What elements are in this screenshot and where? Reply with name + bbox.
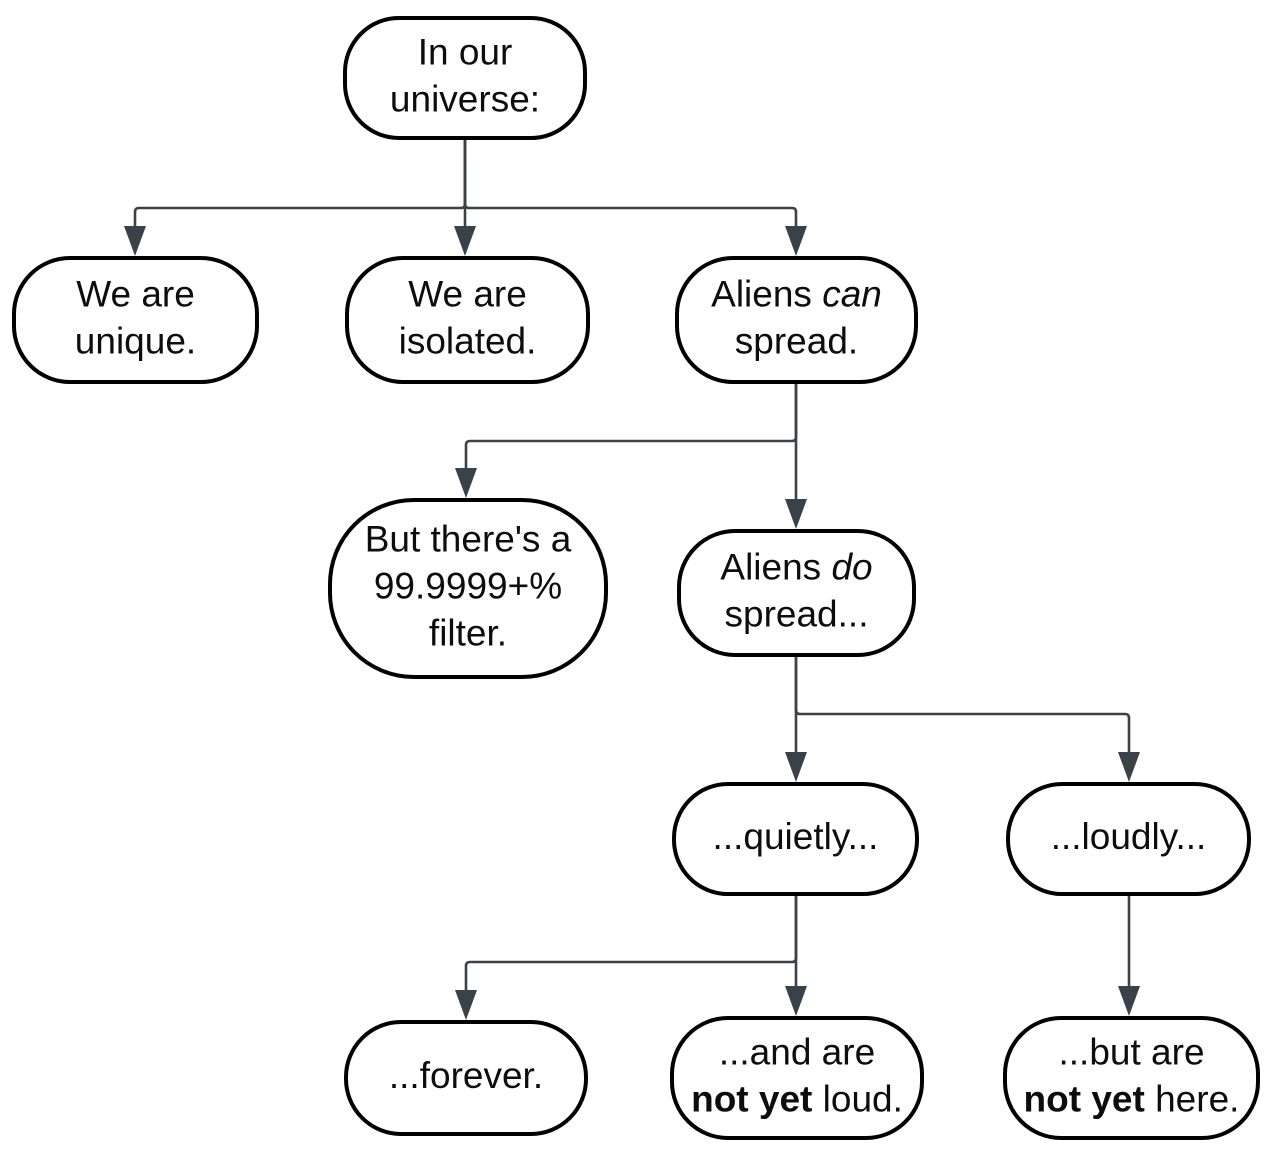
node-and-are-not-yet-loud[interactable]: ...and are not yet loud. (670, 1016, 924, 1140)
node-label-line: ...forever. (389, 1055, 543, 1096)
node-label-run: spread... (725, 593, 869, 634)
node-label-line: ...loudly... (1051, 816, 1207, 857)
node-loudly[interactable]: ...loudly... (1006, 782, 1251, 896)
node-label-run: ...quietly... (713, 816, 879, 857)
arrowhead-isolated (454, 226, 476, 256)
node-label-line: But there's a (365, 518, 572, 559)
node-shape-forever (344, 1020, 588, 1136)
node-we-are-isolated[interactable]: We are isolated. (345, 256, 590, 384)
node-label-run: spread. (735, 320, 858, 361)
node-label-run: unique. (75, 320, 196, 361)
node-label-run: not yet (1024, 1078, 1145, 1119)
node-label-line: 99.9999+% (374, 565, 562, 606)
node-label-line: universe: (390, 78, 540, 119)
node-shape-quietly (672, 782, 919, 896)
node-quietly[interactable]: ...quietly... (672, 782, 919, 896)
node-label-run: We are (76, 273, 195, 314)
edge-root-to-unique (133, 138, 467, 238)
arrowhead-not-yet-loud (785, 986, 807, 1016)
node-label-line: In our (418, 31, 513, 72)
arrowhead-loudly (1118, 752, 1140, 782)
node-label-run: ...and are (719, 1031, 875, 1072)
edge-root-to-aliens-can (463, 138, 798, 238)
node-but-are-not-yet-here[interactable]: ...but are not yet here. (1003, 1016, 1260, 1140)
node-label-run: universe: (390, 78, 540, 119)
node-label-line: spread... (725, 593, 869, 634)
arrowhead-quietly (785, 752, 807, 782)
node-shape-aliens-can-spread (675, 256, 918, 384)
node-label-we-are-isolated: We are isolated. (399, 273, 537, 361)
node-shape-nine-nines-filter (328, 498, 608, 679)
node-label-run: not yet (691, 1078, 812, 1119)
node-label-run: do (831, 546, 872, 587)
node-label-in-our-universe: In our universe: (390, 31, 540, 119)
node-label-run: ...but are (1058, 1031, 1204, 1072)
node-label-line: ...quietly... (713, 816, 879, 857)
edges-layer (133, 138, 1131, 1002)
arrowhead-unique (124, 226, 146, 256)
node-label-nine-nines-filter: But there's a 99.9999+% filter. (365, 518, 572, 653)
node-label-line: isolated. (399, 320, 537, 361)
node-label-run: isolated. (399, 320, 537, 361)
node-label-line: ...and are (719, 1031, 875, 1072)
node-shape-loudly (1006, 782, 1251, 896)
node-label-line: Aliens can (711, 273, 882, 314)
node-label-line: Aliens do (720, 546, 872, 587)
node-label-line: ...but are (1058, 1031, 1204, 1072)
node-forever[interactable]: ...forever. (344, 1020, 588, 1136)
node-shape-we-are-unique (12, 256, 259, 384)
arrowhead-aliens-can (785, 226, 807, 256)
node-label-forever: ...forever. (389, 1055, 543, 1096)
node-label-run: can (822, 273, 882, 314)
node-we-are-unique[interactable]: We are unique. (12, 256, 259, 384)
node-label-line: not yet here. (1024, 1078, 1240, 1119)
node-label-line: filter. (429, 612, 507, 653)
node-aliens-do-spread[interactable]: Aliens do spread... (677, 529, 916, 657)
edge-can-to-filter (464, 382, 798, 480)
arrowhead-not-yet-here (1118, 986, 1140, 1016)
node-shape-but-are-not-yet-here (1003, 1016, 1260, 1140)
node-shape-we-are-isolated (345, 256, 590, 384)
node-label-aliens-can-spread: Aliens can spread. (711, 273, 882, 361)
node-label-line: We are (408, 273, 527, 314)
node-shape-and-are-not-yet-loud (670, 1016, 924, 1140)
node-label-run: But there's a (365, 518, 572, 559)
node-label-quietly: ...quietly... (713, 816, 879, 857)
node-nine-nines-filter[interactable]: But there's a 99.9999+% filter. (328, 498, 608, 679)
nodes-layer: In our universe: We are unique. We are isolat… (12, 16, 1260, 1140)
node-label-run: filter. (429, 612, 507, 653)
node-label-run: here. (1145, 1078, 1240, 1119)
node-label-but-are-not-yet-here: ...but are not yet here. (1024, 1031, 1240, 1119)
node-label-run: In our (418, 31, 513, 72)
node-label-line: not yet loud. (691, 1078, 903, 1119)
node-label-line: spread. (735, 320, 858, 361)
edge-quietly-to-forever (464, 894, 798, 1002)
node-label-aliens-do-spread: Aliens do spread... (720, 546, 872, 634)
node-label-line: unique. (75, 320, 196, 361)
node-label-line: We are (76, 273, 195, 314)
arrowheads-layer (124, 226, 1140, 1020)
node-shape-in-our-universe (343, 16, 587, 140)
arrowhead-filter (455, 468, 477, 498)
node-label-loudly: ...loudly... (1051, 816, 1207, 857)
node-label-run: We are (408, 273, 527, 314)
node-label-run: Aliens (711, 273, 822, 314)
node-in-our-universe[interactable]: In our universe: (343, 16, 587, 140)
node-label-we-are-unique: We are unique. (75, 273, 196, 361)
node-label-run: 99.9999+% (374, 565, 562, 606)
node-label-and-are-not-yet-loud: ...and are not yet loud. (691, 1031, 903, 1119)
node-label-run: loud. (812, 1078, 903, 1119)
node-aliens-can-spread[interactable]: Aliens can spread. (675, 256, 918, 384)
node-label-run: ...loudly... (1051, 816, 1207, 857)
node-label-run: ...forever. (389, 1055, 543, 1096)
arrowhead-aliens-do (785, 499, 807, 529)
edge-do-to-loudly (794, 655, 1131, 764)
node-shape-aliens-do-spread (677, 529, 916, 657)
arrowhead-forever (455, 990, 477, 1020)
node-label-run: Aliens (720, 546, 831, 587)
